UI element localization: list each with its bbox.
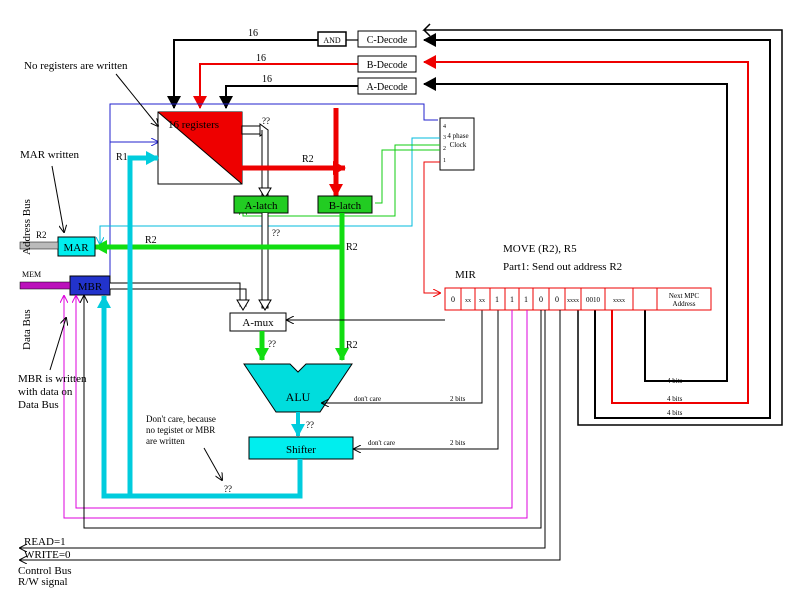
c-decoder: C-Decode <box>357 30 417 48</box>
bits-label-a: 4 bits <box>667 377 683 385</box>
svg-text:xxxx: xxxx <box>613 298 625 304</box>
mbr-written-note-1: MBR is written <box>18 373 87 385</box>
dont-care-note-2: no tegistet or MBR <box>146 425 215 435</box>
svg-text:Address: Address <box>673 300 696 308</box>
mir-label: MIR <box>455 269 476 281</box>
mem-label: MEM <box>22 270 41 279</box>
svg-text:Next MPC: Next MPC <box>669 292 699 300</box>
shifter-out: ?? <box>224 484 232 494</box>
a-bus-width: 16 <box>262 74 272 85</box>
svg-text:2: 2 <box>443 146 446 152</box>
mbr: MBR <box>69 275 111 296</box>
a-decoder: A-Decode <box>357 77 417 95</box>
svg-text:xxxx: xxxx <box>567 298 579 304</box>
mar-bus-label: R2 <box>145 235 157 246</box>
shifter-bits-label: 2 bits <box>450 439 466 447</box>
svg-text:1: 1 <box>495 295 499 304</box>
alu-bits-label: 2 bits <box>450 395 466 403</box>
svg-text:3: 3 <box>443 135 446 141</box>
svg-text:A-Decode: A-Decode <box>366 82 408 93</box>
shifter: Shifter <box>248 436 354 460</box>
svg-text:A-mux: A-mux <box>242 317 274 329</box>
svg-text:1: 1 <box>524 295 528 304</box>
write-signal: WRITE=0 <box>24 549 71 561</box>
svg-text:AND: AND <box>323 36 341 45</box>
svg-text:0: 0 <box>451 295 455 304</box>
b-bus-width: 16 <box>256 53 266 64</box>
dont-care-note-3: are written <box>146 436 185 446</box>
a-latch-out: ?? <box>272 228 280 238</box>
reg-b-out: R2 <box>302 154 314 165</box>
instruction-line1: MOVE (R2), R5 <box>503 243 577 255</box>
svg-text:0: 0 <box>539 295 543 304</box>
a-mux: A-mux <box>229 312 287 332</box>
svg-text:B-Decode: B-Decode <box>367 60 408 71</box>
svg-text:Clock: Clock <box>450 141 467 149</box>
a-latch: A-latch <box>233 195 289 214</box>
amux-out: ?? <box>268 339 276 349</box>
svg-text:ALU: ALU <box>286 390 311 404</box>
mbr-reg-in-label: R1 <box>116 152 128 163</box>
svg-text:MBR: MBR <box>78 281 103 293</box>
bits-label-c: 4 bits <box>667 409 683 417</box>
instruction-line2: Part1: Send out address R2 <box>503 261 622 273</box>
mbr-written-note-2: with data on <box>18 386 73 398</box>
dont-care-note-1: Don't care, because <box>146 414 216 424</box>
c-bus-width: 16 <box>248 28 258 39</box>
svg-text:xx: xx <box>479 298 485 304</box>
bits-label-b: 4 bits <box>667 395 683 403</box>
svg-text:A-latch: A-latch <box>245 200 278 212</box>
alu: ALU <box>243 363 353 413</box>
shifter-ctrl-label: don't care <box>368 439 395 447</box>
svg-text:xx: xx <box>465 298 471 304</box>
b-decoder: B-Decode <box>357 55 417 73</box>
svg-text:0010: 0010 <box>586 296 601 304</box>
mir: 0 xx xx 1 1 1 0 0 xxxx 0010 xxxx Next MP… <box>444 287 712 311</box>
mar: MAR <box>57 236 96 257</box>
svg-text:0: 0 <box>555 295 559 304</box>
b-latch: B-latch <box>317 195 373 214</box>
control-bus-label: Control Bus <box>18 565 71 577</box>
mar-in-label: R2 <box>36 230 47 240</box>
svg-text:B-latch: B-latch <box>329 200 362 212</box>
alu-out: ?? <box>306 420 314 430</box>
svg-text:C-Decode: C-Decode <box>367 35 408 46</box>
decoder-wires <box>167 23 783 426</box>
alu-ctrl-label: don't care <box>354 395 381 403</box>
reg-a-out: ?? <box>262 116 270 126</box>
mbr-written-note-3: Data Bus <box>18 399 59 411</box>
svg-text:4: 4 <box>443 124 446 130</box>
read-signal: READ=1 <box>24 536 66 548</box>
b-latch-out: R2 <box>346 242 358 253</box>
b-to-alu-label: R2 <box>346 340 358 351</box>
rw-signal-label: R/W signal <box>18 576 68 588</box>
svg-text:1: 1 <box>510 295 514 304</box>
register-file: 16 registers <box>157 111 243 185</box>
no-registers-note: No registers are written <box>24 60 128 72</box>
svg-text:1: 1 <box>443 158 446 164</box>
svg-text:MAR: MAR <box>63 242 89 254</box>
svg-text:Shifter: Shifter <box>286 444 316 456</box>
four-phase-clock: 4 phase Clock 4 3 2 1 <box>439 117 475 171</box>
and-gate: AND <box>317 31 347 47</box>
svg-text:4 phase: 4 phase <box>447 132 468 140</box>
data-bus-label: Data Bus <box>21 309 33 350</box>
mar-written-note: MAR written <box>20 149 79 161</box>
address-bus-label: Address Bus <box>21 199 33 255</box>
svg-text:16 registers: 16 registers <box>168 119 219 131</box>
